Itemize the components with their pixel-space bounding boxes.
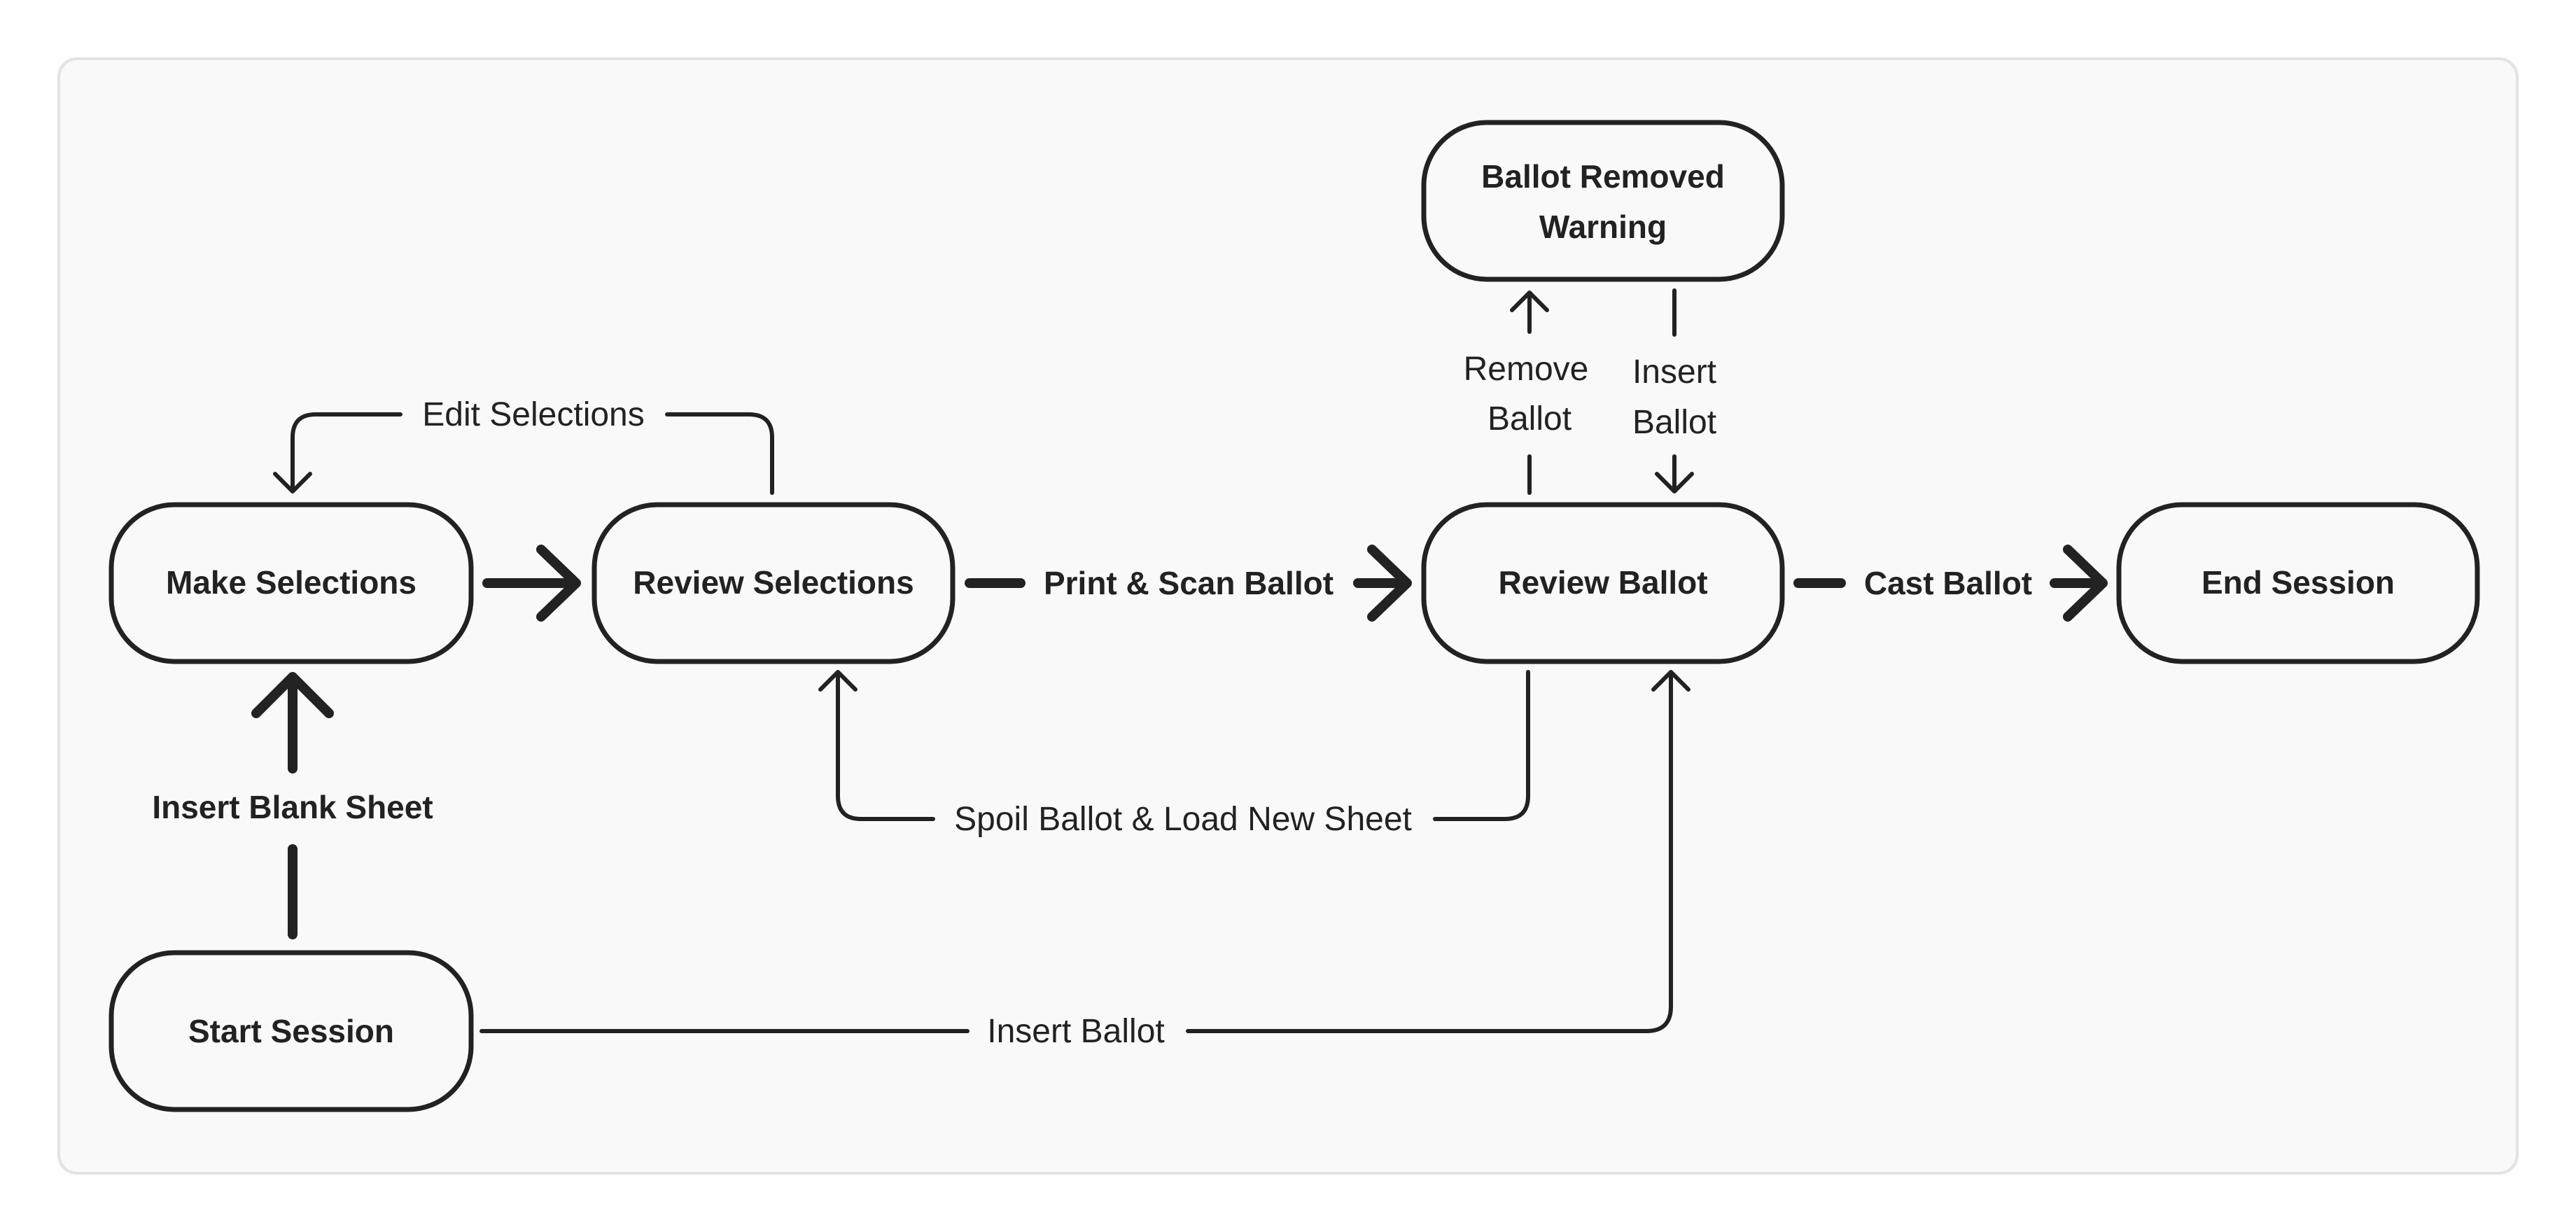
node-ballot-removed-warning: Ballot Removed Warning bbox=[1421, 120, 1785, 282]
edge-print-scan-ballot: Print & Scan Ballot bbox=[965, 545, 1412, 622]
edge-label: Edit Selections bbox=[422, 396, 645, 433]
edge-label: Insert Ballot bbox=[987, 1013, 1164, 1050]
node-review-selections: Review Selections bbox=[592, 502, 955, 664]
arrowhead-down-icon bbox=[1655, 472, 1694, 493]
edge-label: Print & Scan Ballot bbox=[1044, 565, 1334, 601]
edge-label-line-1: Remove bbox=[1464, 351, 1589, 388]
edge-edit-selections: Edit Selections bbox=[273, 396, 774, 495]
node-label: Make Selections bbox=[166, 564, 416, 601]
edge-cast-ballot: Cast Ballot bbox=[1793, 545, 2108, 622]
node-label: Start Session bbox=[188, 1013, 394, 1049]
edge-insert-ballot-top: Insert Ballot bbox=[1632, 288, 1716, 493]
edge-remove-ballot: Remove Ballot bbox=[1464, 290, 1589, 495]
arrowhead-up-icon bbox=[1510, 290, 1549, 312]
arrowhead-up-icon bbox=[818, 670, 858, 692]
node-label-line-1: Ballot Removed bbox=[1481, 158, 1725, 195]
node-label-line-2: Warning bbox=[1539, 209, 1667, 245]
arrowhead-up-icon bbox=[251, 672, 334, 718]
edge-make-to-review-selections bbox=[482, 545, 581, 622]
edge-label: Spoil Ballot & Load New Sheet bbox=[954, 801, 1412, 838]
node-label: End Session bbox=[2202, 564, 2395, 601]
arrowhead-right-icon bbox=[1367, 545, 1412, 622]
node-start-session: Start Session bbox=[108, 950, 474, 1112]
arrowhead-right-icon bbox=[536, 545, 581, 622]
node-make-selections: Make Selections bbox=[108, 502, 474, 664]
edge-insert-ballot-bottom: Insert Ballot bbox=[479, 670, 1690, 1050]
node-end-session: End Session bbox=[2116, 502, 2480, 664]
edge-label-line-2: Ballot bbox=[1488, 400, 1572, 438]
edge-label-line-2: Ballot bbox=[1632, 404, 1716, 441]
arrowhead-up-icon bbox=[1651, 670, 1690, 692]
node-review-ballot: Review Ballot bbox=[1421, 502, 1785, 664]
edge-label: Cast Ballot bbox=[1864, 565, 2032, 601]
edge-insert-blank-sheet: Insert Blank Sheet bbox=[152, 672, 433, 939]
node-label: Review Ballot bbox=[1498, 564, 1707, 601]
edge-label-line-1: Insert bbox=[1632, 354, 1716, 391]
edge-spoil-ballot: Spoil Ballot & Load New Sheet bbox=[818, 670, 1530, 838]
node-label: Review Selections bbox=[633, 564, 913, 601]
edge-label: Insert Blank Sheet bbox=[152, 789, 433, 825]
arrowhead-right-icon bbox=[2063, 545, 2108, 622]
arrowhead-down-icon bbox=[273, 472, 312, 493]
